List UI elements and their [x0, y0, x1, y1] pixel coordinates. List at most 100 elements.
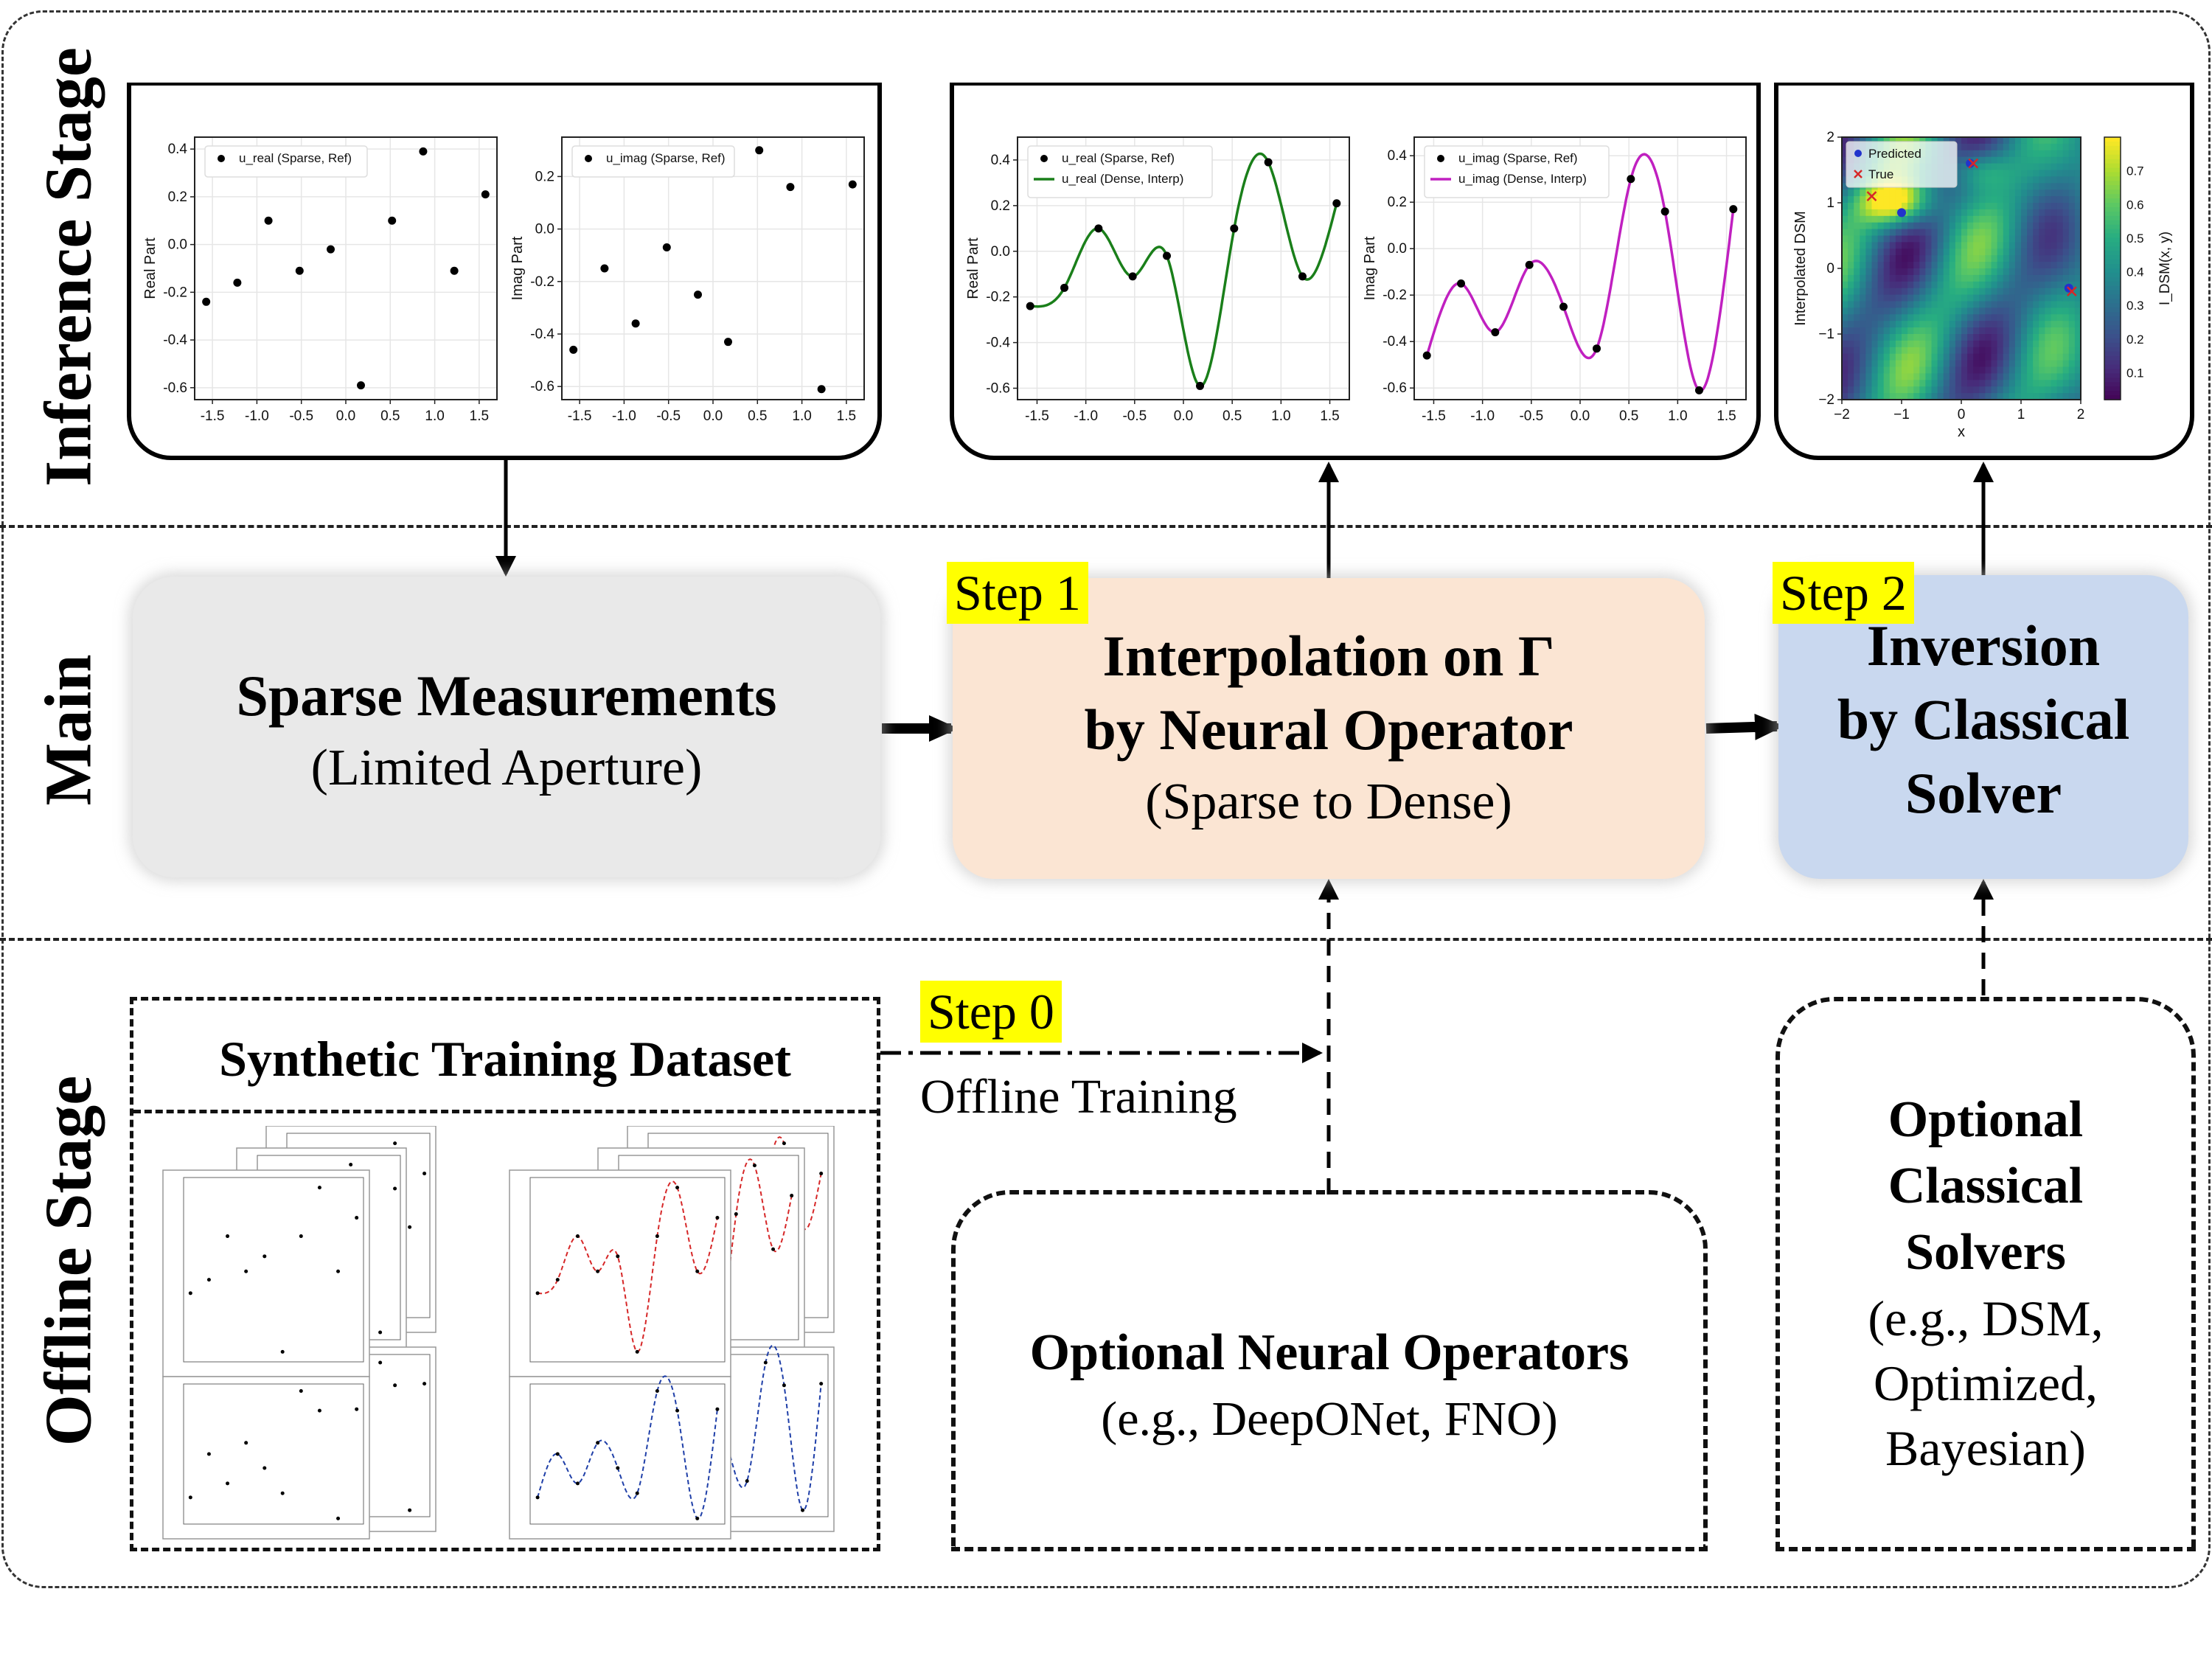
heatmap-cell [1967, 150, 1974, 158]
heatmap-cell [1860, 242, 1866, 249]
heatmap-cell [1997, 307, 2004, 315]
heatmap-cell [1961, 294, 1968, 302]
classical-sub-2: Optimized, [1873, 1355, 2098, 1411]
colorbar-tick-label: 0.3 [2126, 299, 2144, 313]
heatmap-cell [1925, 248, 1933, 256]
thumbnail-point [226, 1234, 230, 1239]
heatmap-cell [1937, 314, 1944, 321]
heatmap-cell [1907, 347, 1914, 355]
heatmap-cell [1943, 268, 1950, 276]
heatmap-cell [1997, 176, 2004, 184]
heatmap-cell [1925, 222, 1933, 230]
heatmap-cell [1907, 386, 1914, 394]
y-axis-label: Real Part [142, 237, 159, 299]
heatmap-cell [1907, 314, 1914, 321]
heatmap-cell [2068, 196, 2076, 204]
colorbar-cell [2104, 330, 2121, 335]
heatmap-cell [1985, 314, 1992, 321]
heatmap-cell [1877, 209, 1885, 217]
heatmap-cell [2074, 170, 2081, 177]
heatmap-cell [1871, 321, 1879, 328]
heatmap-cell [1871, 360, 1879, 368]
heatmap-cell [1967, 307, 1974, 315]
data-point [1230, 224, 1239, 233]
heatmap-cell [1991, 327, 1998, 335]
heatmap-cell [1943, 327, 1950, 335]
data-point [1026, 302, 1034, 310]
heatmap-cell [1889, 268, 1896, 276]
heatmap-cell [2014, 183, 2022, 190]
y-tick-label: 0.4 [1388, 148, 1408, 164]
heatmap-cell [1961, 229, 1968, 237]
heatmap-cell [2003, 163, 2010, 171]
heatmap-cell [1943, 248, 1950, 256]
heatmap-cell [2074, 393, 2081, 400]
heatmap-cell [2003, 393, 2010, 400]
predicted-point [1897, 208, 1906, 218]
heatmap-cell [1967, 189, 1974, 197]
heatmap-cell [1949, 288, 1956, 296]
heatmap-cell [1919, 242, 1926, 249]
heatmap-cell [2027, 268, 2034, 276]
heatmap-cell [1907, 242, 1914, 249]
heatmap-cell [2014, 373, 2022, 380]
colorbar-cell [2104, 154, 2121, 160]
arrow-interp-to-inversion [1705, 713, 1784, 740]
colorbar-cell [2104, 321, 2121, 326]
heatmap-cell [1883, 242, 1891, 249]
heatmap-cell [2045, 235, 2052, 243]
heatmap-cell [1925, 340, 1933, 348]
thumbnail-point [188, 1495, 192, 1500]
heatmap-cell [2039, 183, 2045, 190]
heatmap-cell [1913, 209, 1920, 217]
heatmap-cell [1949, 386, 1956, 394]
heatmap-cell [1997, 393, 2004, 400]
heatmap-cell [2033, 196, 2039, 204]
heatmap-cell [1973, 262, 1980, 269]
heatmap-cell [2062, 229, 2070, 237]
heatmap-cell [1877, 196, 1885, 204]
heatmap-cell [1955, 274, 1962, 282]
colorbar-cell [2104, 145, 2121, 151]
heatmap-cell [1865, 137, 1873, 145]
heatmap-cell [1979, 189, 1986, 197]
heatmap-cell [1973, 215, 1980, 223]
heatmap-cell [1985, 163, 1992, 171]
heatmap-cell [1854, 255, 1860, 262]
thumbnail-point [596, 1269, 600, 1273]
heatmap-cell [1883, 301, 1891, 308]
heatmap-cell [1979, 314, 1986, 321]
heatmap-cell [1907, 248, 1914, 256]
heatmap-cell [1925, 373, 1933, 380]
heatmap-cell [2074, 360, 2081, 368]
heatmap-cell [1877, 393, 1885, 400]
heatmap-cell [1955, 360, 1962, 368]
heatmap-cell [1979, 209, 1986, 217]
heatmap-cell [1889, 196, 1896, 204]
colorbar-cell [2104, 141, 2121, 147]
heatmap-cell [1854, 222, 1860, 230]
heatmap-cell [1860, 380, 1866, 387]
heatmap-cell [2056, 380, 2064, 387]
heatmap-cell [2014, 393, 2022, 400]
heatmap-cell [1973, 294, 1980, 302]
heatmap-cell [2068, 321, 2076, 328]
thumbnail-point [675, 1186, 680, 1190]
heatmap-cell [2068, 170, 2076, 177]
heatmap-cell [2062, 150, 2070, 158]
heatmap-cell [2039, 262, 2045, 269]
heatmap-cell [2039, 314, 2045, 321]
heatmap-cell [1883, 327, 1891, 335]
heatmap-cell [2039, 307, 2045, 315]
data-point [569, 345, 578, 354]
heatmap-cell [2033, 150, 2039, 158]
heatmap-cell [1943, 255, 1950, 262]
heatmap-cell [1967, 268, 1974, 276]
heatmap-cell [1907, 255, 1914, 262]
heatmap-cell [2008, 137, 2016, 145]
heatmap-cell [2014, 156, 2022, 164]
heatmap-cell [1961, 235, 1968, 243]
heatmap-cell [1913, 215, 1920, 223]
heatmap-cell [1949, 242, 1956, 249]
heatmap-cell [1848, 386, 1854, 394]
